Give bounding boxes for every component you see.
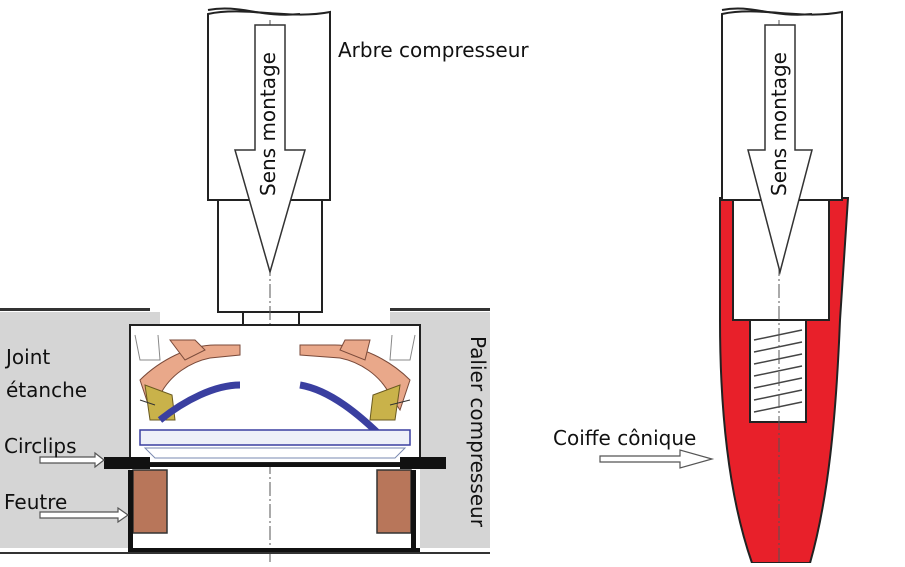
circlip-label: Circlips xyxy=(4,434,77,458)
mount-direction-arrow-left xyxy=(234,24,306,275)
felt-pointer-arrow xyxy=(39,506,130,524)
mount-direction-arrow-right xyxy=(747,24,813,275)
mount-direction-label-right: Sens montage xyxy=(767,52,791,196)
label-pointers xyxy=(39,449,715,524)
felt-ring xyxy=(0,469,490,554)
cone-cap-pointer-arrow xyxy=(599,449,715,469)
circlip-pointer-arrow xyxy=(39,451,105,469)
seal-label-line2: étanche xyxy=(6,378,88,402)
bearing-housing xyxy=(0,308,905,548)
bearing-label: Palier compresseur xyxy=(466,336,490,527)
seal-label-line1: Joint xyxy=(6,345,51,369)
circlip xyxy=(104,457,446,469)
shaft-label: Arbre compresseur xyxy=(338,38,529,62)
cone-cap-label: Coiffe cônique xyxy=(553,426,697,450)
mount-direction-label-left: Sens montage xyxy=(256,52,280,196)
felt-label: Feutre xyxy=(4,490,68,514)
shaft-seal xyxy=(129,324,421,464)
